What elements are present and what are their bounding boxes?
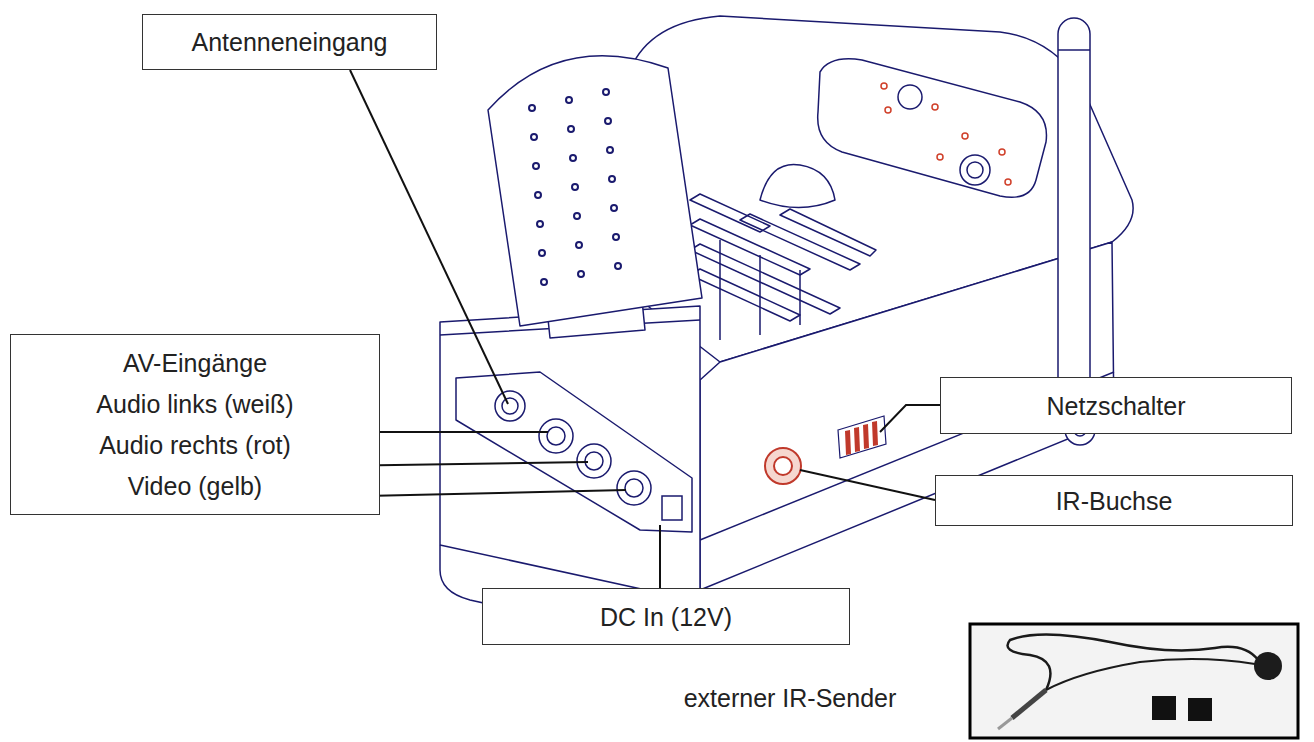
power-switch bbox=[838, 416, 886, 458]
port-panel bbox=[456, 372, 692, 532]
switch-ridge bbox=[845, 421, 878, 455]
antenna-port bbox=[495, 391, 525, 421]
led bbox=[962, 133, 968, 139]
speaker-hole bbox=[609, 176, 615, 182]
ir-emitter-photo bbox=[970, 624, 1298, 738]
callout-text: DC In (12V) bbox=[600, 602, 732, 632]
panel-button bbox=[967, 162, 983, 178]
emitter-plug-tip bbox=[998, 718, 1012, 729]
speaker-hole bbox=[537, 221, 543, 227]
speaker-hole bbox=[566, 97, 572, 103]
speaker-hole bbox=[576, 242, 582, 248]
speaker-hole bbox=[607, 147, 613, 153]
adhesive-pad bbox=[1188, 698, 1212, 721]
speaker-hole bbox=[535, 192, 541, 198]
flip-panel bbox=[488, 56, 702, 326]
speaker-hole bbox=[603, 89, 609, 95]
av-ports bbox=[495, 391, 682, 520]
photo-frame bbox=[970, 624, 1298, 738]
led bbox=[932, 104, 938, 110]
callout-box: Antenneneingang bbox=[142, 14, 437, 70]
emitter-cable bbox=[1046, 659, 1255, 690]
rca-port bbox=[547, 427, 565, 445]
emitter-head bbox=[1254, 652, 1282, 680]
speaker-hole bbox=[572, 184, 578, 190]
antenna-joint bbox=[1058, 49, 1090, 51]
leader-line bbox=[659, 525, 661, 588]
callout-box: DC In (12V) bbox=[482, 588, 850, 645]
leader-line bbox=[800, 470, 935, 500]
callout-box: IR-Buchse bbox=[935, 475, 1293, 526]
speaker-hole bbox=[531, 134, 537, 140]
dc-port bbox=[662, 496, 682, 520]
vent-slot bbox=[690, 269, 800, 321]
speaker-hole bbox=[605, 118, 611, 124]
callout-text: AV-Eingänge bbox=[123, 343, 267, 384]
vent-slot bbox=[740, 214, 860, 270]
callout-line: Audio rechts (rot) bbox=[99, 425, 291, 466]
vent-slots bbox=[690, 194, 876, 340]
speaker-hole bbox=[539, 250, 545, 256]
led bbox=[937, 154, 943, 160]
vent-slot bbox=[690, 194, 770, 232]
photo-caption: externer IR-Sender bbox=[630, 683, 950, 713]
callout-text: IR-Buchse bbox=[1056, 486, 1173, 516]
antenna-rod bbox=[1058, 18, 1090, 422]
callout-box: AV-EingängeAudio links (weiß)Audio recht… bbox=[10, 334, 380, 515]
speaker-hole bbox=[613, 234, 619, 240]
leader-line bbox=[880, 405, 940, 432]
speaker-holes bbox=[529, 89, 621, 285]
ir-socket-hole bbox=[774, 457, 792, 475]
rca-port bbox=[585, 452, 603, 470]
panel-button bbox=[898, 85, 922, 109]
rca-port bbox=[577, 444, 611, 478]
emitter-plug bbox=[1012, 690, 1046, 718]
adhesive-pad bbox=[1152, 696, 1176, 720]
antenna-port bbox=[502, 398, 518, 414]
callout-text: Antenneneingang bbox=[191, 27, 387, 57]
speaker-hole bbox=[578, 271, 584, 277]
speaker-hole bbox=[541, 279, 547, 285]
led bbox=[1005, 179, 1011, 185]
receiver-housing bbox=[440, 16, 1133, 640]
callout-line: Audio links (weiß) bbox=[96, 384, 293, 425]
control-panel bbox=[818, 59, 1047, 197]
vent-line bbox=[720, 240, 800, 340]
panel-button bbox=[960, 155, 990, 185]
led bbox=[885, 107, 891, 113]
speaker-hole bbox=[611, 205, 617, 211]
rca-port bbox=[539, 419, 573, 453]
switch-frame bbox=[838, 416, 886, 458]
speaker-hole bbox=[529, 105, 535, 111]
housing-bump bbox=[760, 164, 835, 207]
ir-socket bbox=[765, 448, 801, 484]
rca-port bbox=[617, 471, 651, 505]
speaker-hole bbox=[568, 126, 574, 132]
ir-socket-ring bbox=[765, 448, 801, 484]
speaker-hole bbox=[533, 163, 539, 169]
callout-text: Netzschalter bbox=[1047, 391, 1186, 421]
callout-box: Netzschalter bbox=[940, 377, 1292, 434]
base-ledge bbox=[440, 320, 700, 592]
vent-slot bbox=[780, 209, 876, 256]
panel-leds bbox=[881, 83, 1011, 185]
speaker-hole bbox=[615, 263, 621, 269]
led bbox=[881, 83, 887, 89]
rca-port bbox=[625, 479, 643, 497]
emitter-cable bbox=[1008, 634, 1259, 690]
speaker-hole bbox=[574, 213, 580, 219]
speaker-hole bbox=[570, 155, 576, 161]
callout-line: Video (gelb) bbox=[128, 466, 262, 507]
led bbox=[999, 149, 1005, 155]
